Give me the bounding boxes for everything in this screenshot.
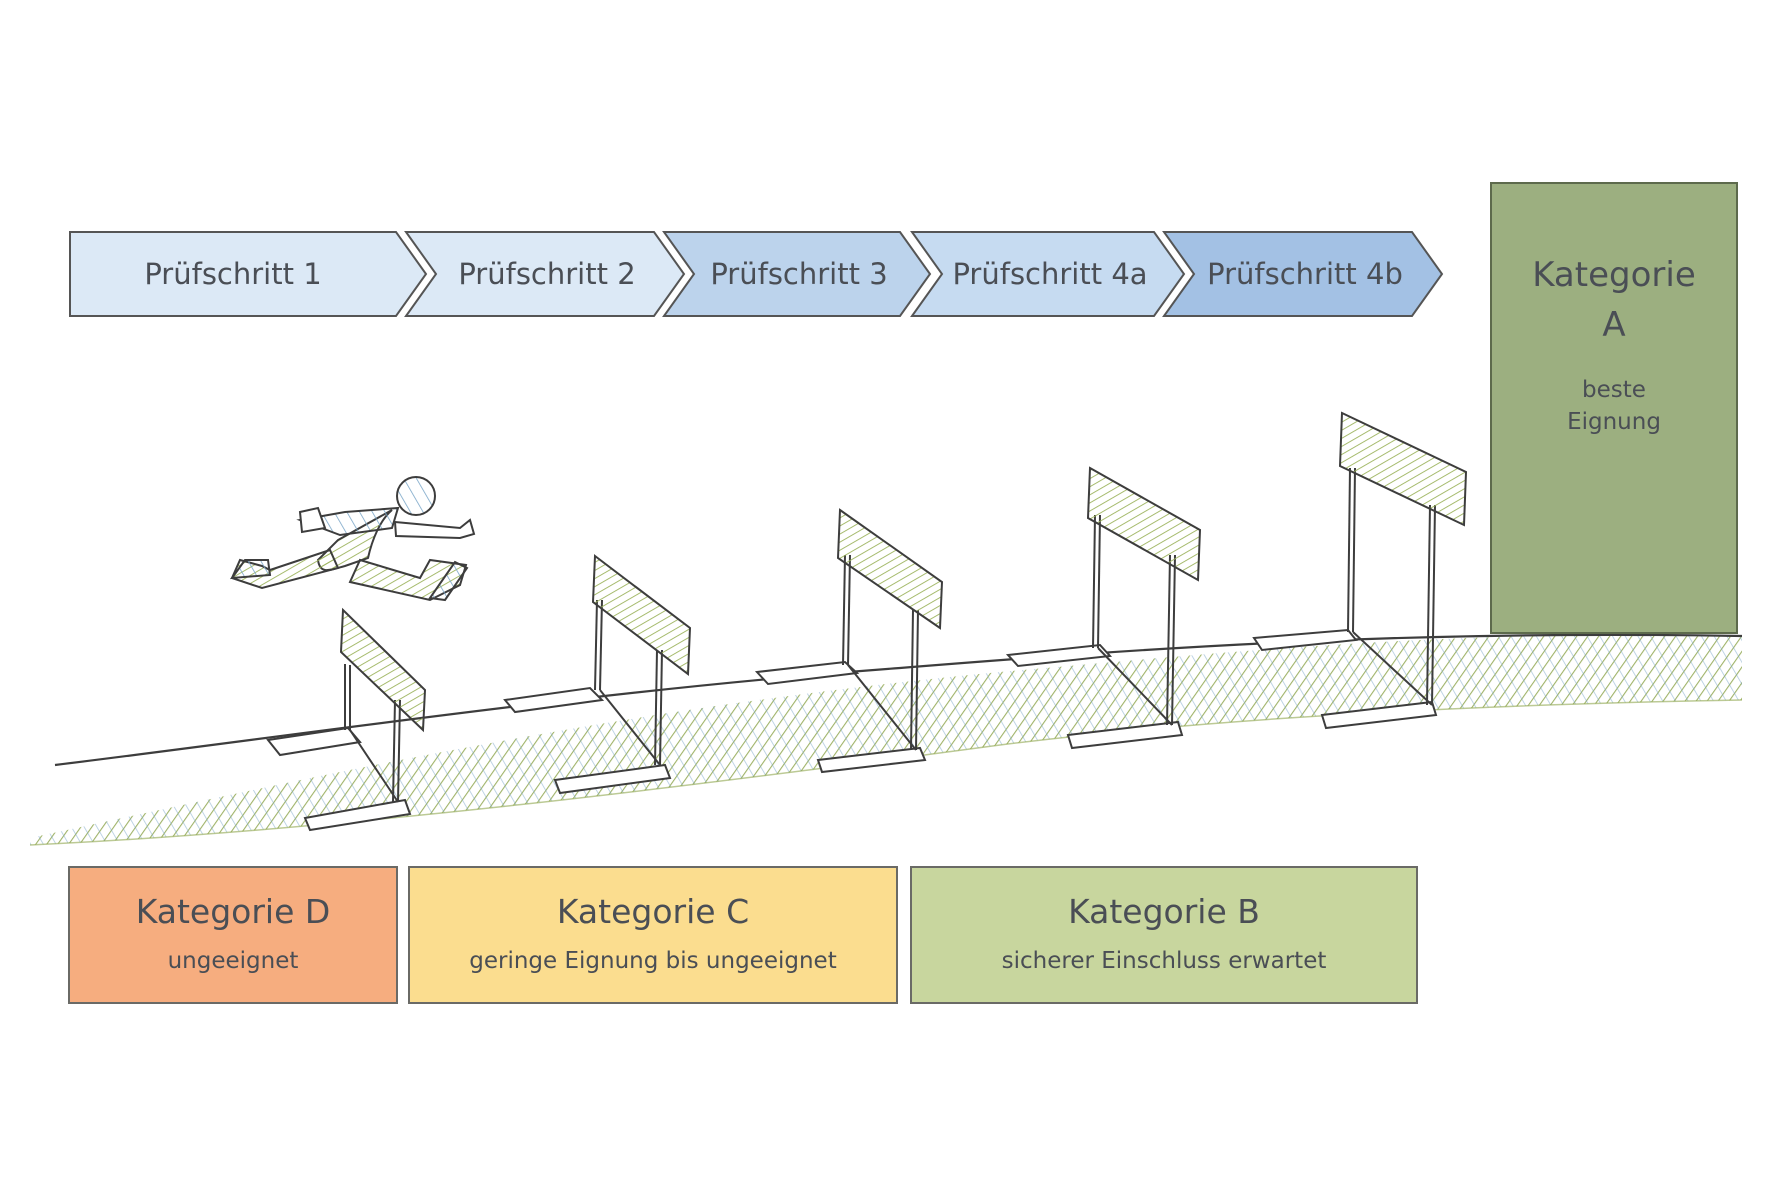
hurdle-5	[1252, 411, 1468, 730]
hurdle-2	[503, 554, 692, 795]
category-c-title: Kategorie C	[556, 892, 750, 931]
step-1: Prüfschritt 1	[68, 230, 428, 318]
step-3-arrow-shape	[662, 231, 932, 317]
step-1-label: Prüfschritt 1	[144, 257, 322, 291]
hurdle-1	[266, 607, 427, 832]
step-3: Prüfschritt 3	[662, 230, 932, 318]
category-d-box: Kategorie D ungeeignet	[68, 866, 398, 1004]
category-a-sub-line2: Eignung	[1567, 409, 1661, 435]
step-4b: Prüfschritt 4b	[1162, 230, 1444, 318]
category-c-box: Kategorie C geringe Eignung bis ungeeign…	[408, 866, 898, 1004]
category-a-title-line1: Kategorie	[1532, 255, 1696, 295]
step-2: Prüfschritt 2	[404, 230, 686, 318]
category-a-subtitle: beste Eignung	[1492, 374, 1736, 438]
category-c-subtitle: geringe Eignung bis ungeeignet	[469, 948, 837, 974]
step-4a-arrow-shape	[910, 231, 1186, 317]
category-b-box: Kategorie B sicherer Einschluss erwartet	[910, 866, 1418, 1004]
step-4b-label: Prüfschritt 4b	[1207, 257, 1403, 291]
hurdle-4	[1005, 466, 1202, 750]
category-d-subtitle: ungeeignet	[167, 948, 299, 974]
category-d-title: Kategorie D	[135, 892, 331, 931]
category-a-title: Kategorie A	[1492, 250, 1736, 350]
step-4a: Prüfschritt 4a	[910, 230, 1186, 318]
step-1-arrow-shape	[69, 231, 428, 317]
category-a-title-line2: A	[1602, 305, 1626, 345]
hurdle-3	[754, 508, 944, 774]
hurdler-figure	[229, 476, 476, 602]
step-2-label: Prüfschritt 2	[458, 257, 636, 291]
category-a-box: Kategorie A beste Eignung	[1490, 182, 1738, 634]
category-b-title: Kategorie B	[1068, 892, 1260, 931]
category-a-sub-line1: beste	[1582, 377, 1646, 403]
category-b-subtitle: sicherer Einschluss erwartet	[1001, 948, 1327, 974]
step-4b-arrow-shape	[1162, 231, 1444, 317]
step-3-label: Prüfschritt 3	[710, 257, 888, 291]
step-2-arrow-shape	[404, 231, 686, 317]
step-4a-label: Prüfschritt 4a	[952, 257, 1148, 291]
